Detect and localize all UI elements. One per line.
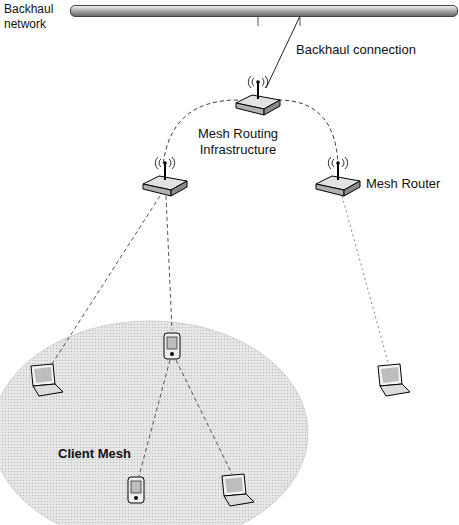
backhaul-band: Backhaul network <box>0 0 459 34</box>
diagram-label: Mesh Routing Infrastructure <box>186 126 290 158</box>
client-mesh-region: Client Mesh <box>0 318 310 525</box>
network-label: Backhaul network <box>4 2 66 32</box>
diagram-label: Mesh Router <box>366 176 454 192</box>
region-label: Client Mesh <box>58 446 148 462</box>
backhaul-bar <box>70 5 458 17</box>
client-mesh-ellipse <box>0 318 310 525</box>
diagram-label: Backhaul connection <box>296 42 446 58</box>
